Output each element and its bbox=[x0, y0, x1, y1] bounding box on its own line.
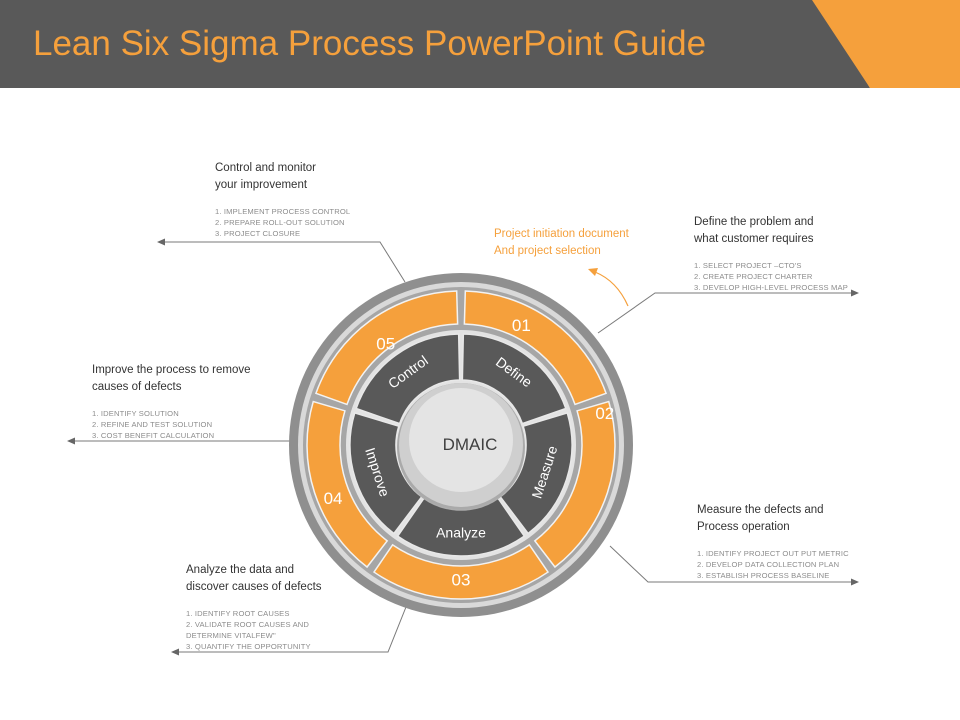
project-note-line-2: And project selection bbox=[494, 245, 601, 257]
phase-label-analyze: Analyze bbox=[436, 525, 486, 541]
banner-shape bbox=[0, 0, 960, 88]
control-step-2: 2. PREPARE ROLL-OUT SOLUTION bbox=[215, 218, 345, 227]
measure-heading-line-1: Measure the defects and bbox=[697, 504, 824, 516]
measure-step-2: 2. DEVELOP DATA COLLECTION PLAN bbox=[697, 560, 840, 569]
measure-step-3: 3. ESTABLISH PROCESS BASELINE bbox=[697, 571, 830, 580]
define-step-1: 1. SELECT PROJECT –CTO'S bbox=[694, 261, 802, 270]
banner-dark-band bbox=[0, 0, 870, 88]
define-heading-line-2: what customer requires bbox=[694, 233, 814, 245]
segment-measure bbox=[499, 411, 573, 535]
control-steps: 1. IMPLEMENT PROCESS CONTROL 2. PREPARE … bbox=[215, 206, 350, 239]
control-heading-line-1: Control and monitor bbox=[215, 162, 316, 174]
define-steps: 1. SELECT PROJECT –CTO'S 2. CREATE PROJE… bbox=[694, 260, 848, 293]
segment-04 bbox=[306, 400, 389, 569]
analyze-step-3: DETERMINE VITALFEW" bbox=[186, 631, 276, 640]
segment-analyze bbox=[396, 497, 526, 557]
improve-steps: 1. IDENTIFY SOLUTION 2. REFINE AND TEST … bbox=[92, 408, 251, 441]
improve-heading-line-1: Improve the process to remove bbox=[92, 364, 251, 376]
improve-step-3: 3. COST BENEFIT CALCULATION bbox=[92, 431, 215, 440]
improve-heading-line-2: causes of defects bbox=[92, 381, 182, 393]
segment-define bbox=[461, 333, 567, 425]
analyze-connector bbox=[171, 596, 411, 656]
segment-03 bbox=[372, 543, 550, 600]
segment-02 bbox=[533, 400, 616, 569]
analyze-step-2: 2. VALIDATE ROOT CAUSES AND bbox=[186, 620, 310, 629]
define-connector bbox=[597, 289, 859, 334]
measure-steps: 1. IDENTIFY PROJECT OUT PUT METRIC 2. DE… bbox=[697, 548, 849, 581]
analyze-steps: 1. IDENTIFY ROOT CAUSES 2. VALIDATE ROOT… bbox=[186, 608, 322, 652]
define-heading-line-1: Define the problem and bbox=[694, 216, 814, 228]
phase-segments bbox=[349, 333, 573, 557]
phase-numbers: 01 02 03 04 05 bbox=[324, 316, 615, 590]
control-heading-line-2: your improvement bbox=[215, 179, 308, 191]
segment-improve bbox=[349, 411, 423, 535]
analyze-step-4: 3. QUANTIFY THE OPPORTUNITY bbox=[186, 642, 311, 651]
analyze-heading-line-1: Analyze the data and bbox=[186, 564, 295, 576]
control-annotation: Control and monitor your improvement 1. … bbox=[215, 160, 350, 239]
segment-01 bbox=[463, 290, 608, 406]
phase-number-02: 02 bbox=[595, 404, 614, 423]
measure-annotation: Measure the defects and Process operatio… bbox=[697, 502, 849, 581]
control-step-1: 1. IMPLEMENT PROCESS CONTROL bbox=[215, 207, 351, 216]
analyze-heading-line-2: discover causes of defects bbox=[186, 581, 322, 593]
phase-number-01: 01 bbox=[512, 316, 531, 335]
define-step-3: 3. DEVELOP HIGH-LEVEL PROCESS MAP bbox=[694, 283, 848, 292]
phase-number-05: 05 bbox=[376, 335, 395, 354]
measure-step-1: 1. IDENTIFY PROJECT OUT PUT METRIC bbox=[697, 549, 849, 558]
project-note-arrow bbox=[594, 271, 629, 307]
project-note-line-1: Project initiation document bbox=[494, 228, 629, 240]
hub-label: DMAIC bbox=[443, 435, 498, 454]
control-step-3: 3. PROJECT CLOSURE bbox=[215, 229, 301, 238]
improve-annotation: Improve the process to remove causes of … bbox=[92, 362, 251, 441]
define-annotation: Define the problem and what customer req… bbox=[694, 214, 848, 293]
improve-step-2: 2. REFINE AND TEST SOLUTION bbox=[92, 420, 213, 429]
project-note-arrowhead bbox=[588, 268, 598, 276]
project-note: Project initiation document And project … bbox=[494, 226, 629, 260]
analyze-step-1: 1. IDENTIFY ROOT CAUSES bbox=[186, 609, 290, 618]
phase-number-03: 03 bbox=[452, 570, 471, 589]
banner-accent bbox=[812, 0, 960, 88]
hub-highlight bbox=[409, 388, 513, 492]
phase-number-04: 04 bbox=[324, 489, 343, 508]
measure-connector bbox=[609, 545, 859, 586]
define-step-2: 2. CREATE PROJECT CHARTER bbox=[694, 272, 813, 281]
control-connector bbox=[157, 238, 406, 283]
number-segments bbox=[306, 290, 616, 600]
segment-05 bbox=[314, 290, 459, 406]
segment-control bbox=[355, 333, 461, 425]
title-banner: Lean Six Sigma Process PowerPoint Guide bbox=[0, 0, 960, 88]
measure-heading-line-2: Process operation bbox=[697, 521, 790, 533]
page-title: Lean Six Sigma Process PowerPoint Guide bbox=[33, 24, 707, 63]
analyze-annotation: Analyze the data and discover causes of … bbox=[186, 562, 322, 652]
improve-step-1: 1. IDENTIFY SOLUTION bbox=[92, 409, 179, 418]
